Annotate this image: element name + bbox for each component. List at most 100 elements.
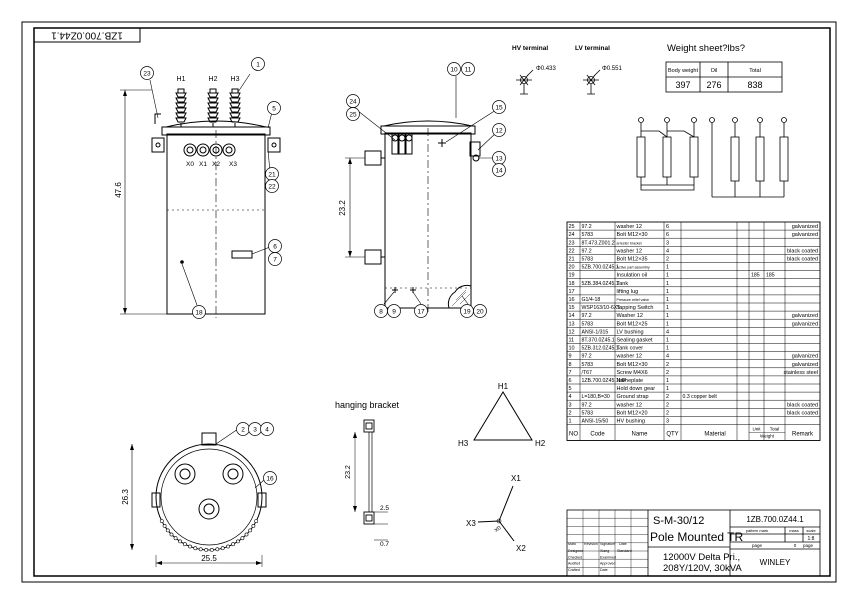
bom-row-7: 7/T67 Screw M4X6 2 stainless steel: [569, 370, 819, 376]
bom-code: WSP163/10-6X5: [582, 305, 621, 311]
bracket-dim-height: 23.2: [345, 465, 352, 479]
wye-label-x3: X3: [466, 519, 476, 528]
bom-header-unit: Unit: [752, 427, 761, 432]
balloon-front-1-number: 1: [256, 61, 260, 68]
balloon-side-24: 24: [346, 94, 360, 108]
balloon-side-8: 8: [374, 304, 388, 318]
bom-header-no: NO: [569, 432, 578, 438]
bom-name: Bolt M12×20: [617, 410, 648, 416]
bom-no: 10: [569, 346, 575, 352]
rim-bolt: [193, 546, 198, 551]
bom-remark: galvanized: [792, 362, 818, 368]
bom-remark: galvanized: [792, 313, 818, 319]
lv-label-x1: X1: [199, 161, 207, 168]
delta-label-h3: H3: [458, 439, 469, 448]
bom-name: Active part assembly: [617, 266, 650, 270]
rim-bolt: [165, 528, 170, 533]
bom-no: 7: [569, 370, 572, 376]
wye-symbol: [477, 485, 515, 542]
balloon-side-17-number: 17: [417, 308, 425, 315]
bom-code: 5783: [582, 232, 594, 238]
bom-material: 0.3 copper belt: [683, 394, 718, 400]
rim-bolt: [251, 524, 256, 528]
rim-bolt: [220, 546, 225, 551]
bom-name: Screw M4X6: [617, 370, 648, 376]
bom-qty: 3: [666, 240, 669, 246]
tb-mass: mass: [789, 528, 799, 533]
bom-qty: 1: [666, 386, 669, 392]
rim-bolt: [235, 539, 240, 544]
rim-bolt: [231, 542, 236, 547]
balloon-side-12-number: 12: [495, 127, 503, 134]
balloon-side-12: 12: [492, 123, 506, 137]
bom-code: /T67: [582, 370, 592, 376]
side-height-dim: 23.2: [338, 200, 347, 216]
bom-name: washer 12: [616, 248, 642, 254]
rim-bolt: [188, 544, 192, 549]
bom-qty: 4: [666, 329, 669, 335]
bom-no: 22: [569, 248, 575, 254]
lv-bushing-x0: [183, 143, 197, 157]
bom-qty: 2: [666, 402, 669, 408]
bom-no: 1: [569, 419, 572, 425]
bom-unit-weight: 185: [751, 273, 760, 279]
bom-no: 14: [569, 313, 575, 319]
wye-label-x1: X1: [511, 474, 521, 483]
tb-name: Pole Mounted TR: [650, 530, 743, 544]
side-arrester-3: [405, 133, 413, 155]
delta-label-h1: H1: [498, 382, 509, 391]
hv-terminal-size: Φ0.433: [536, 66, 556, 72]
bom-name: Hold down gear: [617, 386, 656, 392]
lv-bushing-x2: [209, 143, 223, 157]
bom-code: 8T.473.Z001.2: [582, 240, 615, 246]
bom-qty: 1: [666, 313, 669, 319]
bom-code: 97.2: [582, 402, 592, 408]
bom-no: 2: [569, 410, 572, 416]
lv-terminal-symbol: [583, 69, 601, 95]
bom-code: 97.2: [582, 224, 592, 230]
balloon-top-16: 16: [263, 471, 277, 485]
bom-no: 3: [569, 402, 572, 408]
rim-bolt: [215, 547, 220, 552]
balloon-side-11-number: 11: [465, 66, 472, 73]
balloon-side-14: 14: [492, 163, 506, 177]
bom-remark: stainless steel: [783, 370, 818, 376]
balloon-side-13: 13: [492, 151, 506, 165]
balloon-side-13-number: 13: [495, 155, 503, 162]
top-bushing-3: [222, 463, 244, 485]
bom-name: washer 12: [616, 354, 642, 360]
balloon-front-23: 23: [140, 66, 154, 80]
rim-bolt: [248, 528, 253, 533]
tb-rev-header: Date: [619, 542, 627, 546]
tb-role: Audited: [568, 562, 580, 566]
bom-no: 17: [569, 289, 575, 295]
weight-value-oil: 276: [706, 80, 721, 90]
bom-qty: 2: [666, 370, 669, 376]
tb-page-label: page: [803, 543, 814, 548]
bom-qty: 4: [666, 248, 669, 254]
rotated-doc-number: 1ZB.700.0Z44.1: [33, 27, 141, 43]
balloon-side-15: 15: [492, 100, 506, 114]
tb-role-value: Xiang: [600, 549, 609, 553]
bom-remark: black coated: [787, 410, 818, 416]
balloon-front-7-number: 7: [273, 256, 277, 263]
bom-qty: 2: [666, 362, 669, 368]
bom-qty: 1: [666, 378, 669, 384]
hv-label-h2: H2: [209, 76, 218, 83]
bom-code: 97.2: [582, 354, 592, 360]
tb-rev-header: Signature: [600, 542, 615, 546]
nameplate: [231, 250, 253, 259]
rim-bolt: [178, 539, 183, 544]
tb-role: Designed: [568, 549, 583, 553]
balloon-top-16-number: 16: [266, 475, 274, 482]
bom-name: lifting lug: [617, 289, 639, 295]
lv-label-x0: X0: [186, 161, 194, 168]
